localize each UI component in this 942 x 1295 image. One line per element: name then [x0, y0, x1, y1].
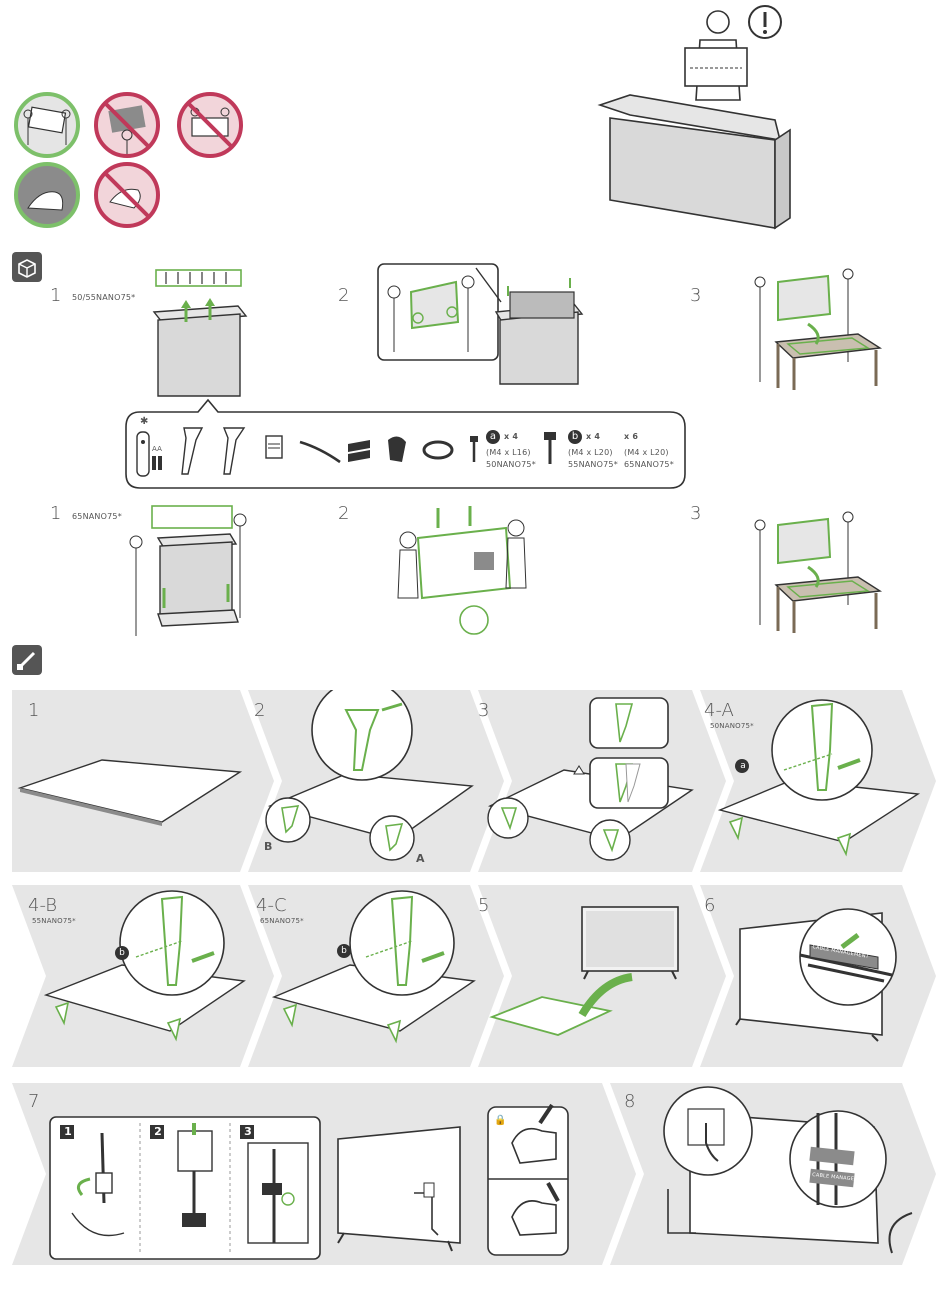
lay-tv-on-table-large	[748, 505, 883, 645]
assembly-row-2: 4-B 55NANO75* b 4-C 65NANO75* b 5 6 CABL…	[12, 885, 937, 1067]
assembly-step-3: 3	[478, 700, 490, 721]
substep-2-number: 2	[154, 1125, 162, 1138]
unbox-step-2-a: 2	[338, 285, 350, 306]
open-box-small	[148, 262, 253, 402]
lay-tv-on-table-small	[748, 262, 883, 392]
unbox-step-2-b: 2	[338, 503, 350, 524]
lift-tv-from-box-small	[376, 262, 586, 392]
handling-icons	[10, 90, 250, 230]
unbox-section-icon	[12, 252, 42, 282]
stand-leg-icon-2	[222, 427, 246, 475]
assembly-step-1: 1	[28, 700, 40, 721]
assembly-step-4c: 4-C	[256, 895, 287, 916]
screw-a-count: x 4	[504, 432, 519, 441]
screw-a-spec: (M4 x L16)	[486, 448, 531, 457]
box-with-person-illustration	[590, 0, 810, 240]
screw-icon	[470, 436, 478, 462]
screwdriver-section-icon	[12, 645, 42, 675]
assembly-row-1: 1 2 B A 3 4-A 50NANO75* a	[12, 690, 937, 872]
cable-icon	[299, 440, 341, 464]
clamp-icon	[388, 436, 406, 462]
screw-a-badge: a	[486, 430, 500, 444]
substep-3-number: 3	[244, 1125, 252, 1138]
assembly-step-4a: 4-A	[704, 700, 734, 721]
screw-a-marker: a	[740, 761, 746, 771]
carry-one-person-wrong-icon	[177, 92, 243, 158]
screw-b-badge: b	[568, 430, 582, 444]
assembly-step-4b: 4-B	[28, 895, 58, 916]
press-screen-wrong-icon	[94, 162, 160, 228]
screw-b-spec: (M4 x L20)	[568, 448, 613, 457]
stand-leg-icon-1	[181, 427, 204, 475]
assembly-step-2: 2	[254, 700, 266, 721]
lift-tv-two-people	[388, 498, 538, 638]
screw-c-spec: (M4 x L20)	[624, 448, 669, 457]
package-contents-callout: ✱ AA a x 4 (M4 x L16) 50NANO75* b x 4 (M…	[120, 392, 690, 494]
stand-label-a: A	[416, 852, 425, 865]
screw-b-marker-2: b	[341, 946, 347, 956]
assembly-step-8: 8	[624, 1091, 636, 1112]
stand-label-b: B	[264, 840, 273, 853]
screw-b-count: x 4	[586, 432, 601, 441]
unbox-model-a: 50/55NANO75*	[72, 293, 136, 302]
assembly-step-6: 6	[704, 895, 716, 916]
screw-b-model: 55NANO75*	[568, 460, 618, 469]
screw-a-model: 50NANO75*	[486, 460, 536, 469]
carry-two-people-ok-icon	[14, 92, 80, 158]
substep-1-number: 1	[64, 1125, 72, 1138]
bluetooth-icon: ✱	[140, 416, 149, 427]
unbox-step-3-b: 3	[690, 503, 702, 524]
battery-label: AA	[152, 445, 163, 453]
assembly-step-4b-model: 55NANO75*	[32, 917, 76, 925]
unbox-model-b: 65NANO75*	[72, 512, 122, 521]
open-box-large	[120, 498, 255, 640]
warning-icon	[748, 5, 782, 39]
assembly-step-5: 5	[478, 895, 490, 916]
screw-c-count: x 6	[624, 432, 639, 441]
svg-text:🔒: 🔒	[494, 1114, 506, 1126]
assembly-step-4a-model: 50NANO75*	[710, 722, 754, 730]
screw-c-model: 65NANO75*	[624, 460, 674, 469]
unbox-step-1-b: 1	[50, 503, 62, 524]
screw-b-marker-1: b	[119, 948, 125, 958]
carry-flat-wrong-icon	[94, 92, 160, 158]
power-cord-icon	[422, 440, 454, 460]
assembly-row-3: 🔒 7 1 2 3 8 CABLE MANAGEMENT	[12, 1083, 937, 1265]
cable-holder-icon	[348, 440, 370, 462]
unbox-step-1-a: 1	[50, 285, 62, 306]
batteries-icon	[152, 456, 162, 470]
hold-frame-ok-icon	[14, 162, 80, 228]
unbox-step-3-a: 3	[690, 285, 702, 306]
screw-b-icon	[544, 432, 556, 464]
assembly-step-4c-model: 65NANO75*	[260, 917, 304, 925]
assembly-step-7: 7	[28, 1091, 40, 1112]
manual-icon	[265, 435, 283, 459]
remote-icon	[136, 431, 150, 477]
